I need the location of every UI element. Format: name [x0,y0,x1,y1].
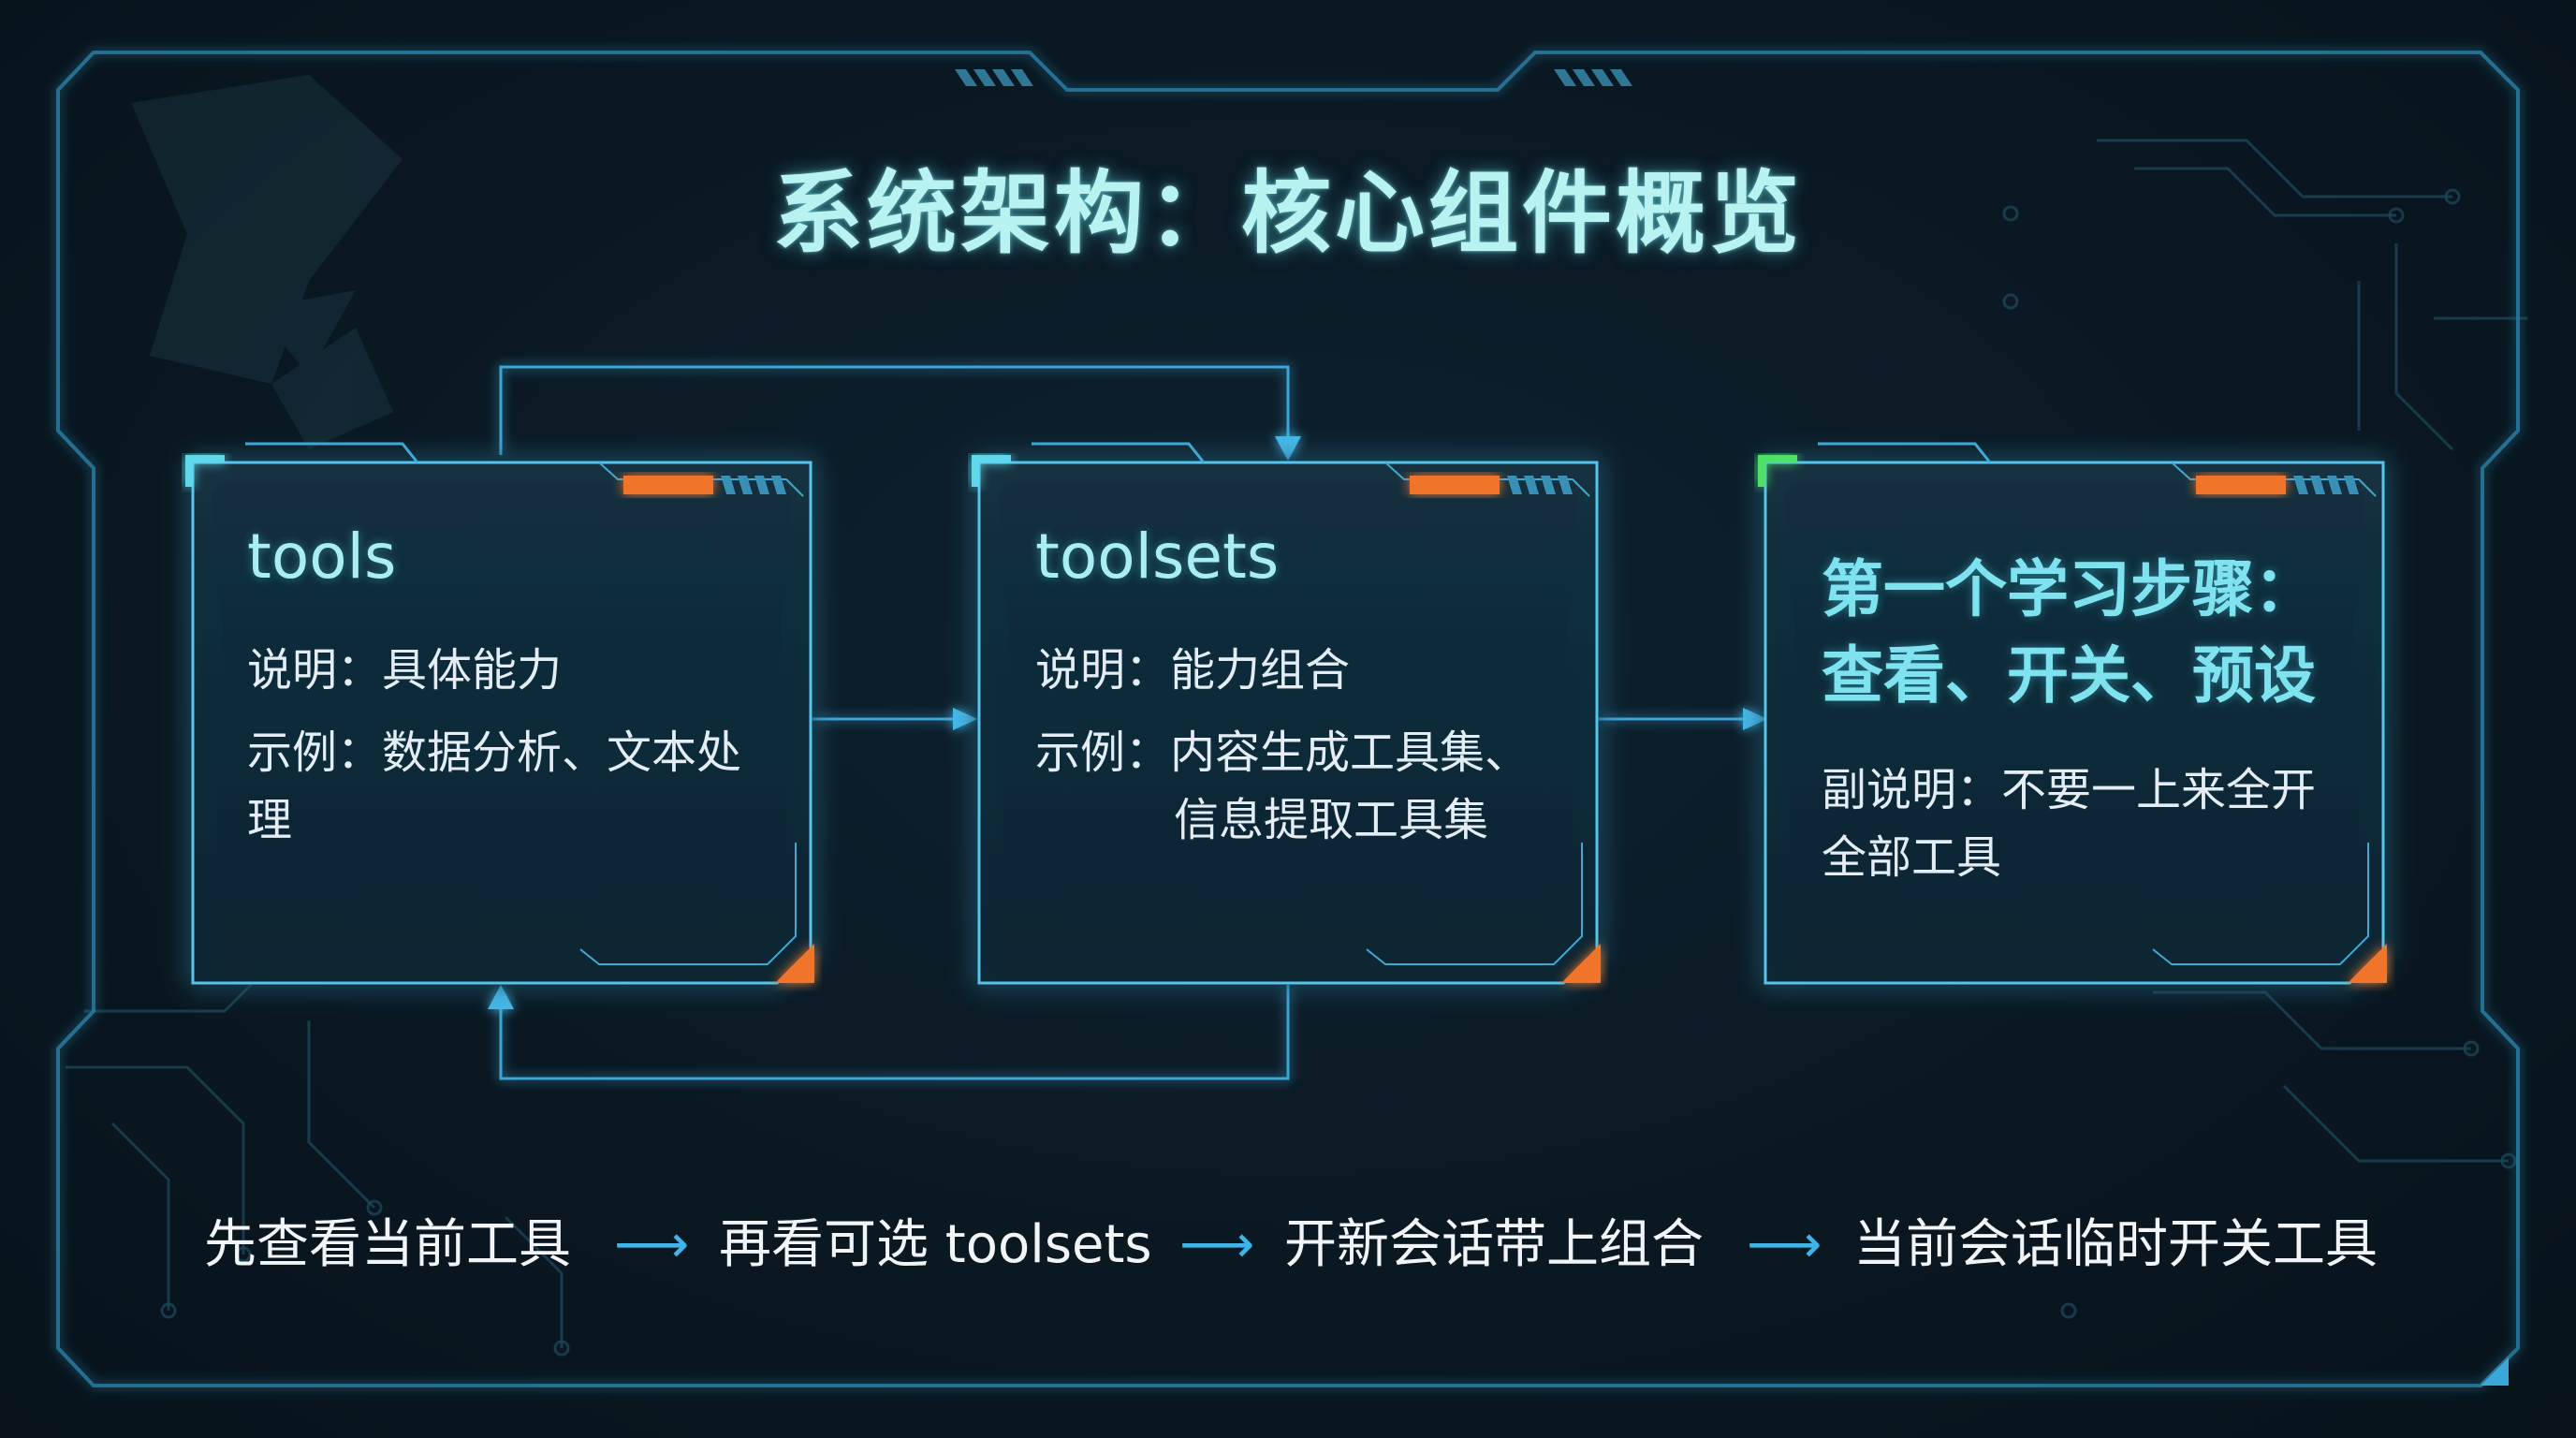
card-toolsets-desc: 说明：能力组合 [1035,637,1350,704]
desc-value: 具体能力 [382,644,563,697]
card-tools-example: 示例：数据分析、文本处 [247,719,741,786]
example-label: 示例： [1035,726,1171,779]
step-subtext-line1: 副说明：不要一上来全开 [1822,764,2317,816]
card-tools-frame [185,442,814,985]
example-value-line1: 数据分析、文本处 [382,726,742,779]
card-toolsets-name: toolsets [1035,521,1280,593]
card-tools-name: tools [247,521,397,593]
flow-step-4: 当前会话临时开关工具 [1853,1214,2378,1275]
arrow-head-icon [953,708,977,730]
flow-step-3: 开新会话带上组合 [1284,1214,1704,1275]
desc-value: 能力组合 [1170,644,1351,697]
step-title-line1: 第一个学习步骤： [1822,553,2316,625]
step-subtext-line2: 全部工具 [1822,831,2002,884]
desc-label: 说明： [1035,644,1171,697]
card-toolsets-example-line2: 信息提取工具集 [1174,794,1489,846]
long-right-arrow-icon: ⟶ [1747,1214,1822,1275]
arrow-head-icon [1743,708,1767,730]
page-title: 系统架构：核心组件概览 [773,161,1803,266]
card-toolsets-example: 示例：内容生成工具集、 [1035,719,1530,786]
arrow-head-icon [488,985,514,1009]
example-value-line1: 内容生成工具集、 [1170,726,1530,779]
loop-top-connector [499,365,1290,455]
long-right-arrow-icon: ⟶ [1179,1214,1255,1275]
arrow-head-icon [1275,436,1301,461]
card-tools-desc: 说明：具体能力 [247,637,562,704]
card-step-frame [1758,442,2387,985]
card-toolsets-frame [972,442,1601,985]
step-title-line2: 查看、开关、预设 [1822,639,2316,712]
example-label: 示例： [247,726,383,779]
flow-step-2: 再看可选 toolsets [719,1214,1152,1275]
flow-step-1: 先查看当前工具 [204,1214,571,1275]
long-right-arrow-icon: ⟶ [614,1214,690,1275]
desc-label: 说明： [247,644,383,697]
loop-bottom-connector [499,985,1290,1080]
card-tools-example-line2: 理 [247,794,293,846]
